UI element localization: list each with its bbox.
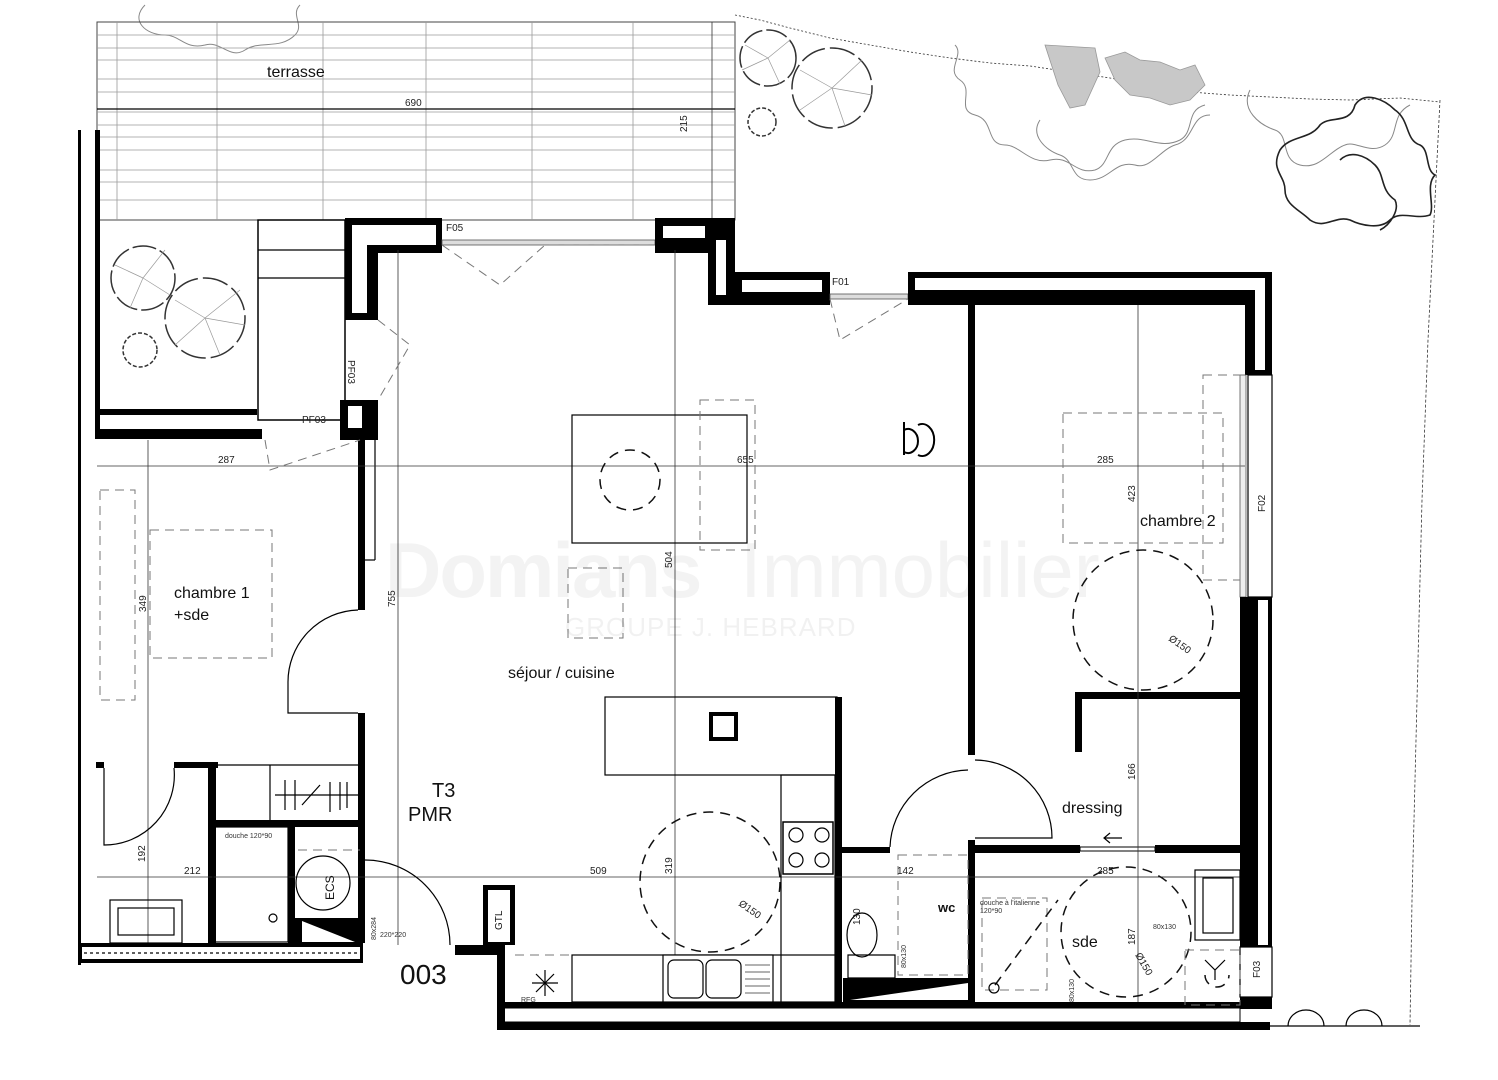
- furniture: [99, 374, 1241, 1006]
- lot-number: 003: [400, 959, 447, 990]
- interior-walls: [96, 305, 1245, 1005]
- dim-ch1-width: 287: [218, 455, 235, 466]
- opening-label-f01: F01: [832, 277, 850, 288]
- terrace-deck: [96, 21, 736, 221]
- dim-ch2-width: 285: [1097, 455, 1114, 466]
- equipment-label-ecs: ECS: [323, 875, 337, 900]
- dim-turn-circle-ch2: Ø150: [1166, 633, 1193, 656]
- watermark-brand-light: Immobilier: [740, 526, 1100, 614]
- dim-clear-sde-b: 80x130: [1153, 924, 1176, 931]
- room-label-chambre1: chambre 1: [174, 585, 250, 602]
- equipment-label-gtl: GTL: [494, 910, 505, 930]
- equipment-label-fridge: RFG: [521, 997, 536, 1004]
- tree-group-top: [739, 29, 873, 137]
- equipment-label-shower2: douche à l'italienne: [980, 900, 1040, 907]
- watermark-brand-bold: Domians: [385, 526, 700, 614]
- equipment-label-shower2-size: 120*90: [980, 908, 1002, 915]
- dim-kitchen-width: 509: [590, 866, 607, 877]
- left-boundary-wall: [78, 130, 81, 965]
- dim-clear-sde-a: 80x130: [1069, 979, 1076, 1002]
- dim-wc-depth: 130: [852, 908, 863, 925]
- dim-sejour-width: 655: [737, 455, 754, 466]
- dim-terrasse-depth: 215: [679, 115, 690, 132]
- toilet-symbol-icon: [903, 422, 936, 457]
- opening-label-pf03-horizontal: PF03: [302, 415, 326, 426]
- watermark-subtitle: GROUPE J. HEBRARD: [565, 612, 857, 642]
- opening-label-f03: F03: [1252, 960, 1263, 978]
- dim-sde2-width: 285: [1097, 866, 1114, 877]
- dim-clear-wc: 80x130: [901, 945, 908, 968]
- dim-turn-circle-sde: Ø150: [1132, 951, 1154, 978]
- room-label-chambre1-sde: +sde: [174, 607, 209, 624]
- dim-sde1-width: 212: [184, 866, 201, 877]
- opening-label-f05: F05: [446, 223, 464, 234]
- dim-kitchen-depth: 319: [664, 857, 675, 874]
- room-label-sde: sde: [1072, 934, 1098, 951]
- dim-sde2-depth: 187: [1127, 928, 1138, 945]
- dim-sejour-depth: 504: [664, 551, 675, 568]
- tree-group-patio: [110, 245, 246, 368]
- arrow-left-icon: [1103, 832, 1122, 844]
- unit-type-label: T3: [432, 780, 455, 802]
- watermark: Domians Immobilier GROUPE J. HEBRARD: [385, 526, 1100, 642]
- room-label-wc: wc: [937, 900, 955, 915]
- room-label-chambre2: chambre 2: [1140, 513, 1216, 530]
- dim-sde1-depth: 192: [137, 845, 148, 862]
- dim-entry-clear: 220*220: [380, 932, 406, 939]
- room-label-terrasse: terrasse: [267, 64, 325, 81]
- garden-hedges: [138, 4, 1441, 1027]
- opening-label-f02: F02: [1257, 494, 1268, 512]
- dim-wc-width: 142: [897, 866, 914, 877]
- room-label-sejour: séjour / cuisine: [508, 665, 615, 682]
- dim-entry-sub: 80x284: [371, 917, 378, 940]
- dim-turn-circle-kitchen: Ø150: [736, 898, 763, 921]
- dim-sejour-height: 755: [387, 590, 398, 607]
- exterior-walls: [78, 218, 1273, 1030]
- dim-dressing-depth: 166: [1127, 763, 1138, 780]
- room-label-dressing: dressing: [1062, 800, 1122, 817]
- dim-terrasse-width: 690: [405, 98, 422, 109]
- dim-ch2-depth: 423: [1127, 485, 1138, 502]
- dim-ch1-depth: 349: [138, 595, 149, 612]
- unit-type-sub-label: PMR: [408, 804, 452, 826]
- equipment-label-shower1: douche 120*90: [225, 833, 272, 840]
- opening-label-pf03-vertical: PF03: [345, 360, 356, 384]
- doors: [103, 244, 1053, 946]
